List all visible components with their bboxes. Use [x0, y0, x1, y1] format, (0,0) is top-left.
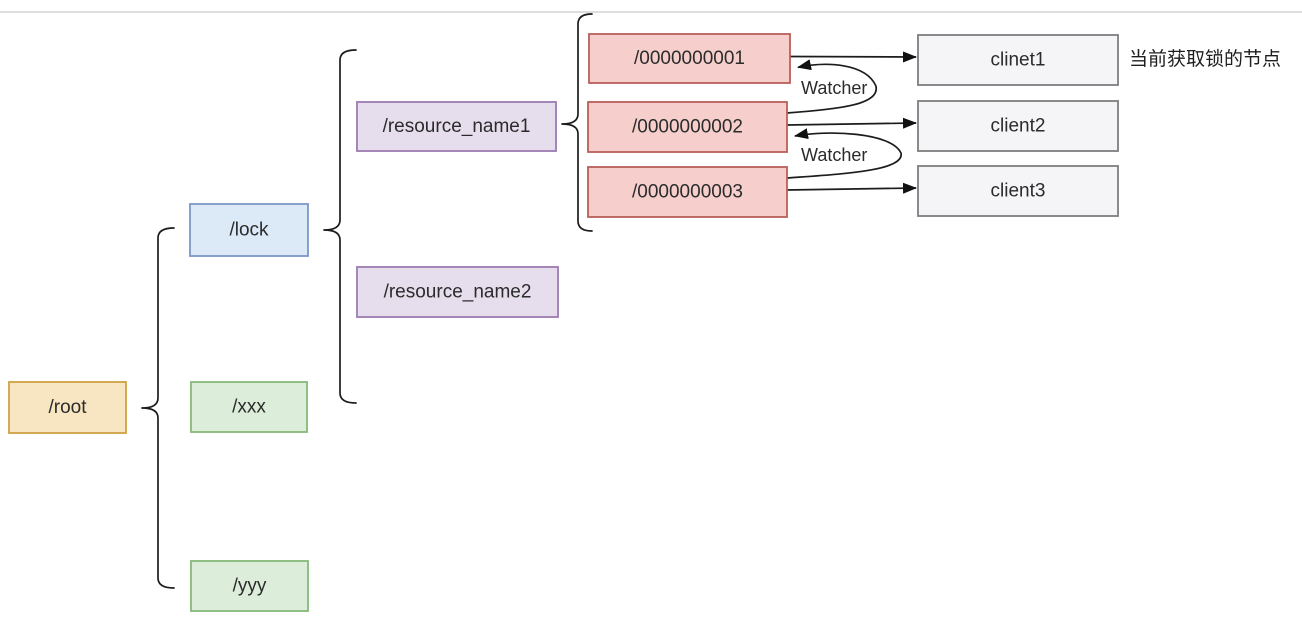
- node-root: /root: [8, 381, 127, 434]
- node-xxx-label: /xxx: [232, 397, 266, 418]
- node-xxx: /xxx: [190, 381, 308, 433]
- node-rn2-label: /resource_name2: [384, 282, 532, 303]
- watcher-n3-n2-arrow: [786, 128, 902, 179]
- node-n1-label: /0000000001: [634, 48, 745, 69]
- node-lock-label: /lock: [229, 220, 269, 241]
- node-c3: client3: [917, 165, 1119, 217]
- watcher-n2-n1-arrow: [786, 59, 877, 114]
- watcher-n3-n2-label: Watcher: [801, 145, 867, 165]
- n2-to-c2-arrow: [786, 117, 917, 129]
- node-n2-label: /0000000002: [632, 117, 743, 138]
- n3-to-c3-arrow: [786, 182, 917, 194]
- watcher-n2-n1-label: Watcher: [801, 78, 867, 98]
- node-yyy-label: /yyy: [233, 576, 267, 597]
- root-children-brace: [141, 227, 175, 589]
- lock-children-brace: [323, 49, 357, 404]
- rn1-children-brace: [561, 13, 593, 232]
- node-c2-label: client2: [991, 116, 1046, 137]
- node-rn2: /resource_name2: [356, 266, 559, 318]
- node-yyy: /yyy: [190, 560, 309, 612]
- node-rn2-box: [356, 266, 559, 318]
- node-n3: /0000000003: [587, 166, 788, 218]
- current-lock-holder-annotation: 当前获取锁的节点: [1129, 49, 1282, 70]
- node-n1-box: [588, 33, 791, 84]
- node-c2-box: [917, 100, 1119, 152]
- node-xxx-box: [190, 381, 308, 433]
- node-rn1: /resource_name1: [356, 101, 557, 152]
- node-n1: /0000000001: [588, 33, 791, 84]
- node-c2: client2: [917, 100, 1119, 152]
- node-lock: /lock: [189, 203, 309, 257]
- node-c3-box: [917, 165, 1119, 217]
- node-c3-label: client3: [991, 181, 1046, 202]
- node-c1-box: [917, 34, 1119, 86]
- node-c1: clinet1: [917, 34, 1119, 86]
- node-n2: /0000000002: [587, 101, 788, 153]
- node-lock-box: [189, 203, 309, 257]
- node-rn1-label: /resource_name1: [383, 116, 531, 137]
- node-root-box: [8, 381, 127, 434]
- node-c1-label: clinet1: [991, 50, 1046, 71]
- n1-to-c1-arrow: [789, 51, 917, 63]
- node-yyy-box: [190, 560, 309, 612]
- node-root-label: /root: [48, 397, 87, 418]
- node-rn1-box: [356, 101, 557, 152]
- node-n3-label: /0000000003: [632, 182, 743, 203]
- node-n2-box: [587, 101, 788, 153]
- node-n3-box: [587, 166, 788, 218]
